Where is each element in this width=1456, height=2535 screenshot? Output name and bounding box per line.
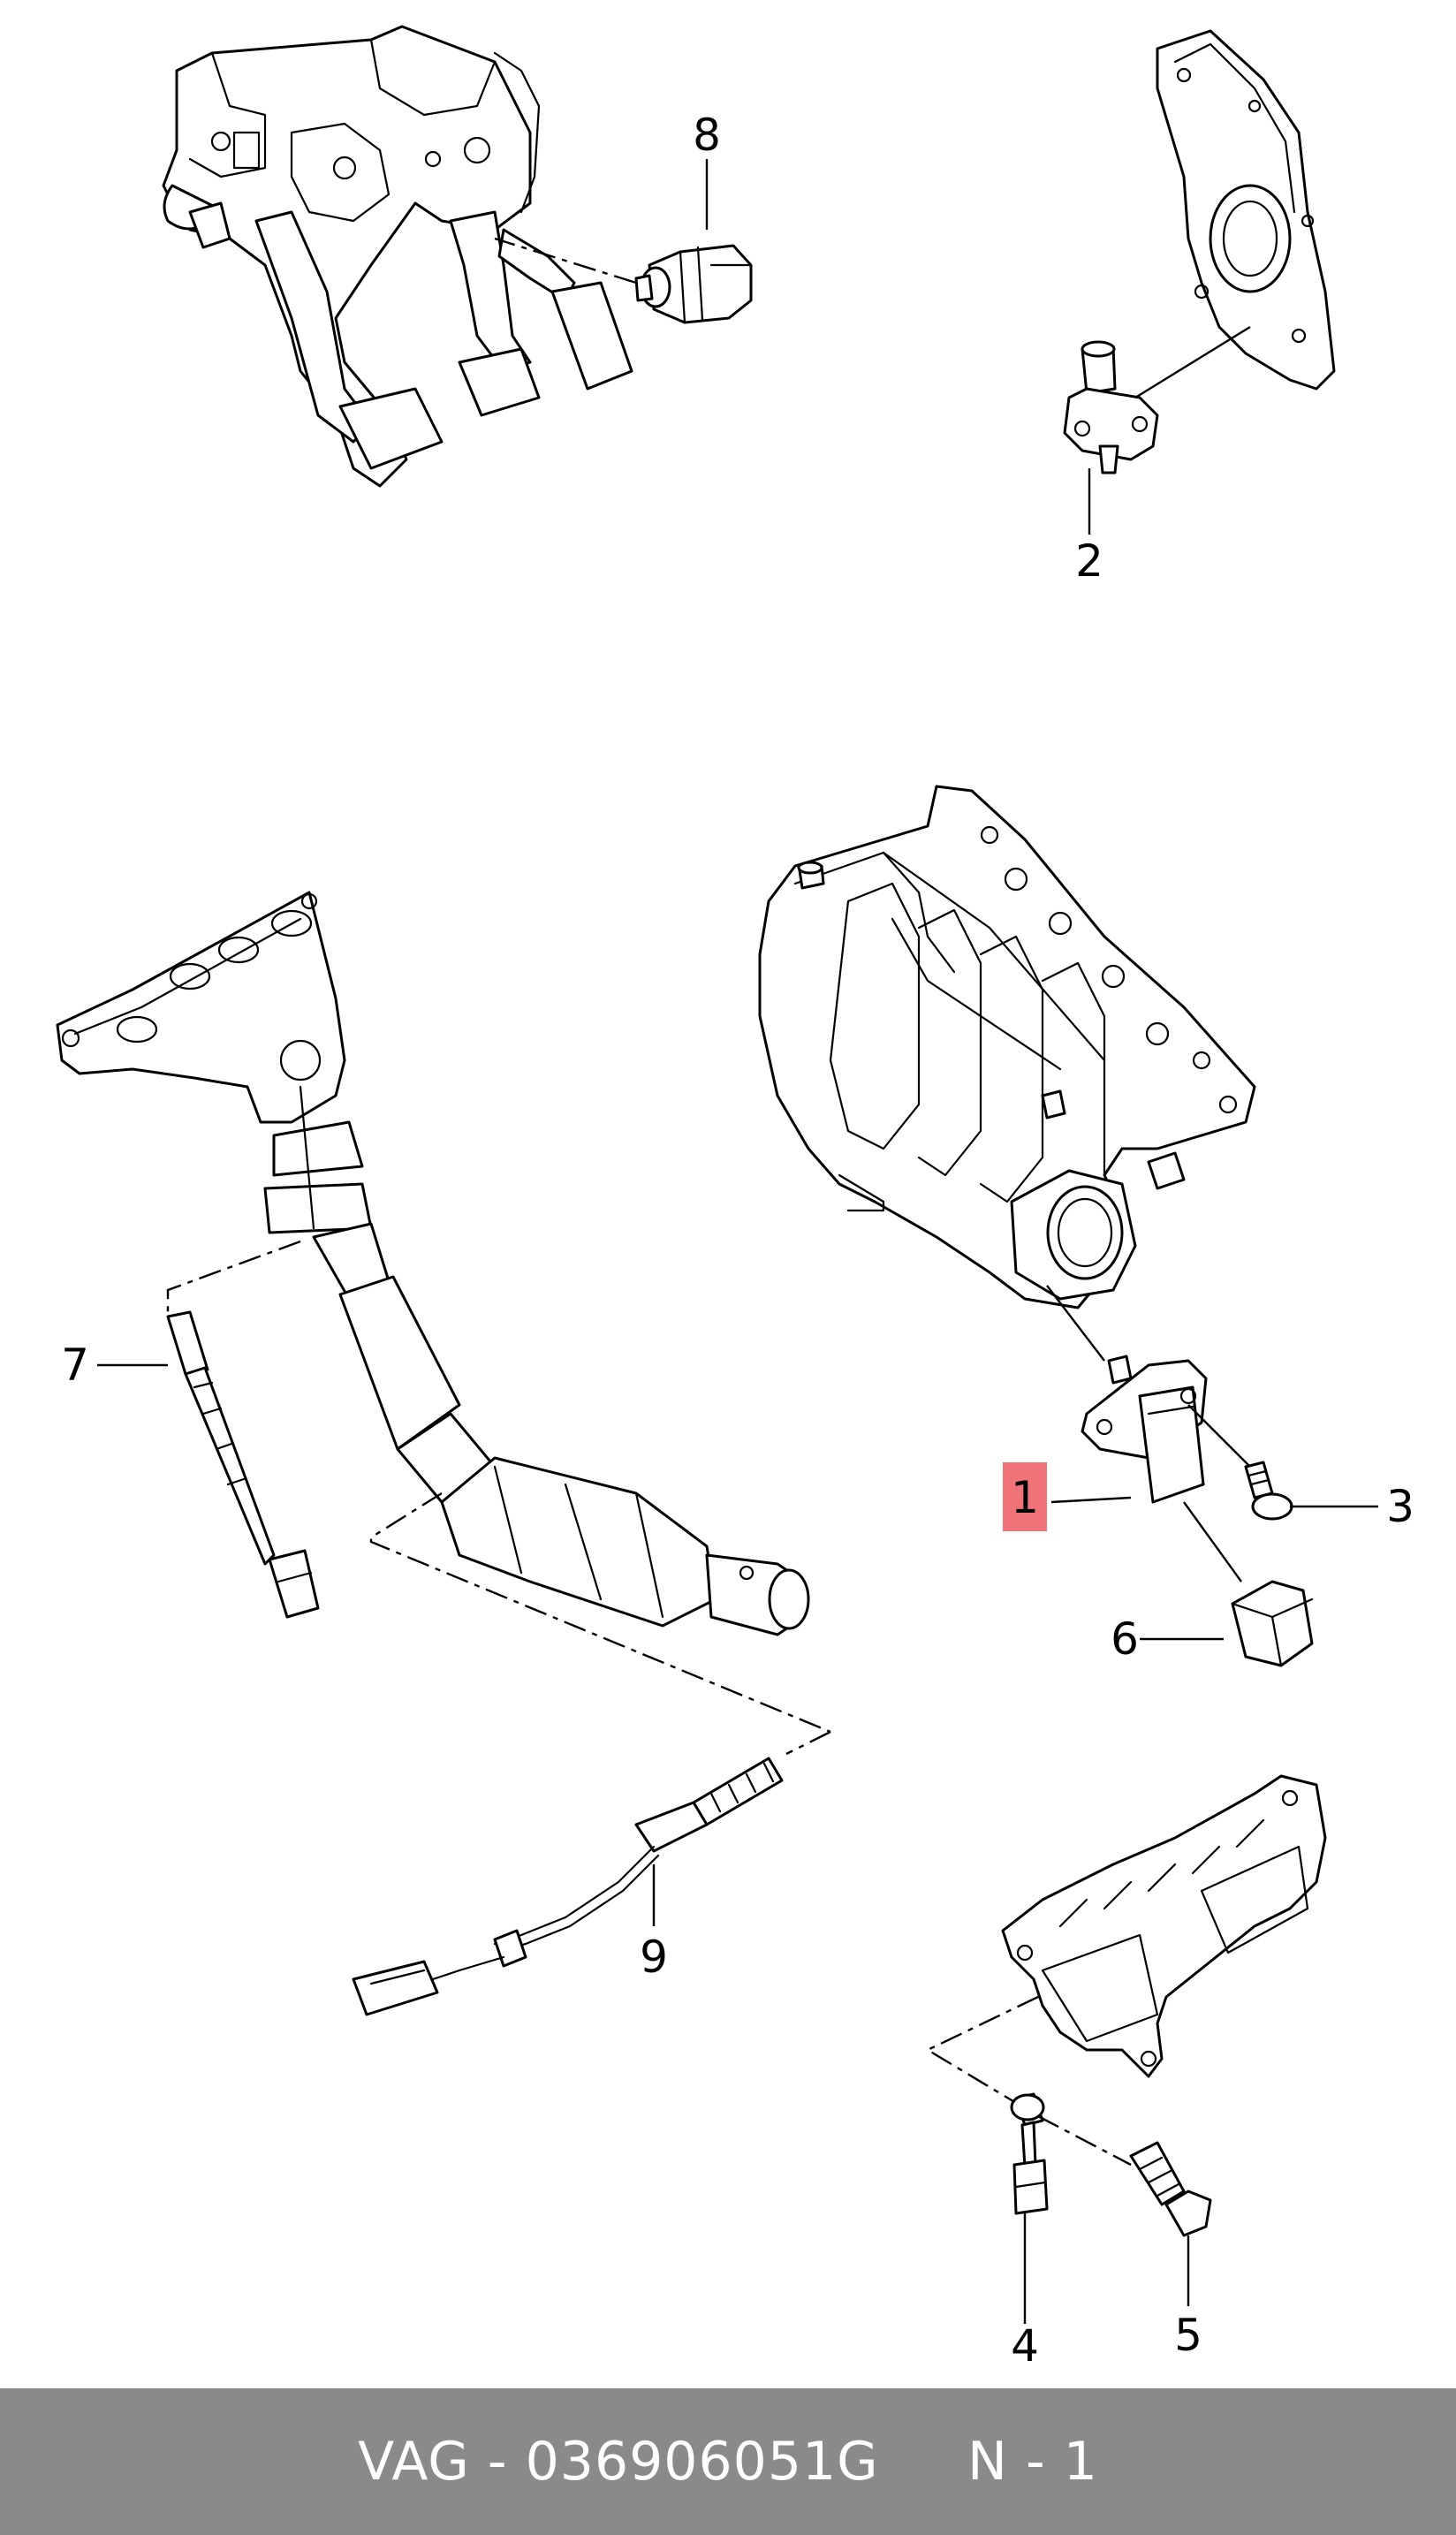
oxygen-sensor-upper-drawing	[166, 1240, 320, 1619]
callout-leaders	[97, 159, 1378, 2324]
bracket-drawing	[1001, 1774, 1327, 2078]
callout-3: 3	[1386, 1481, 1414, 1532]
sensor-screw-drawing	[1187, 1404, 1293, 1521]
bracket-bolt-drawing	[1037, 2114, 1212, 2237]
callout-6: 6	[1111, 1613, 1139, 1665]
footer-bar: VAG - 036906051G N - 1	[0, 2388, 1456, 2535]
callout-5: 5	[1174, 2310, 1202, 2361]
sensor-connector-drawing	[1183, 1501, 1314, 1667]
part-number-caption: VAG - 036906051G N - 1	[358, 2431, 1098, 2493]
highlight-callout-1-box	[1003, 1462, 1047, 1531]
callout-9: 9	[640, 1932, 668, 1983]
callout-2: 2	[1075, 535, 1103, 587]
callout-7: 7	[61, 1340, 89, 1391]
oxygen-sensor-lower-drawing	[352, 1491, 831, 2016]
intake-pressure-sensor-drawing	[1046, 1285, 1208, 1504]
pedal-assembly-drawing	[162, 25, 633, 488]
temperature-sensor-drawing	[925, 1995, 1049, 2215]
callout-8: 8	[693, 110, 721, 161]
intake-manifold-drawing	[758, 785, 1256, 1309]
catalytic-converter-drawing	[312, 1222, 810, 1636]
callout-1: 1	[1011, 1472, 1039, 1523]
exploded-parts-diagram: 8 2 1 3 6 7 9 4 5	[56, 25, 1414, 2372]
speed-sensor-drawing	[1063, 325, 1251, 474]
timing-cover-drawing	[1156, 29, 1336, 391]
exhaust-manifold-drawing	[56, 891, 373, 1234]
callout-4: 4	[1011, 2320, 1039, 2372]
brake-light-switch-drawing	[494, 237, 753, 324]
